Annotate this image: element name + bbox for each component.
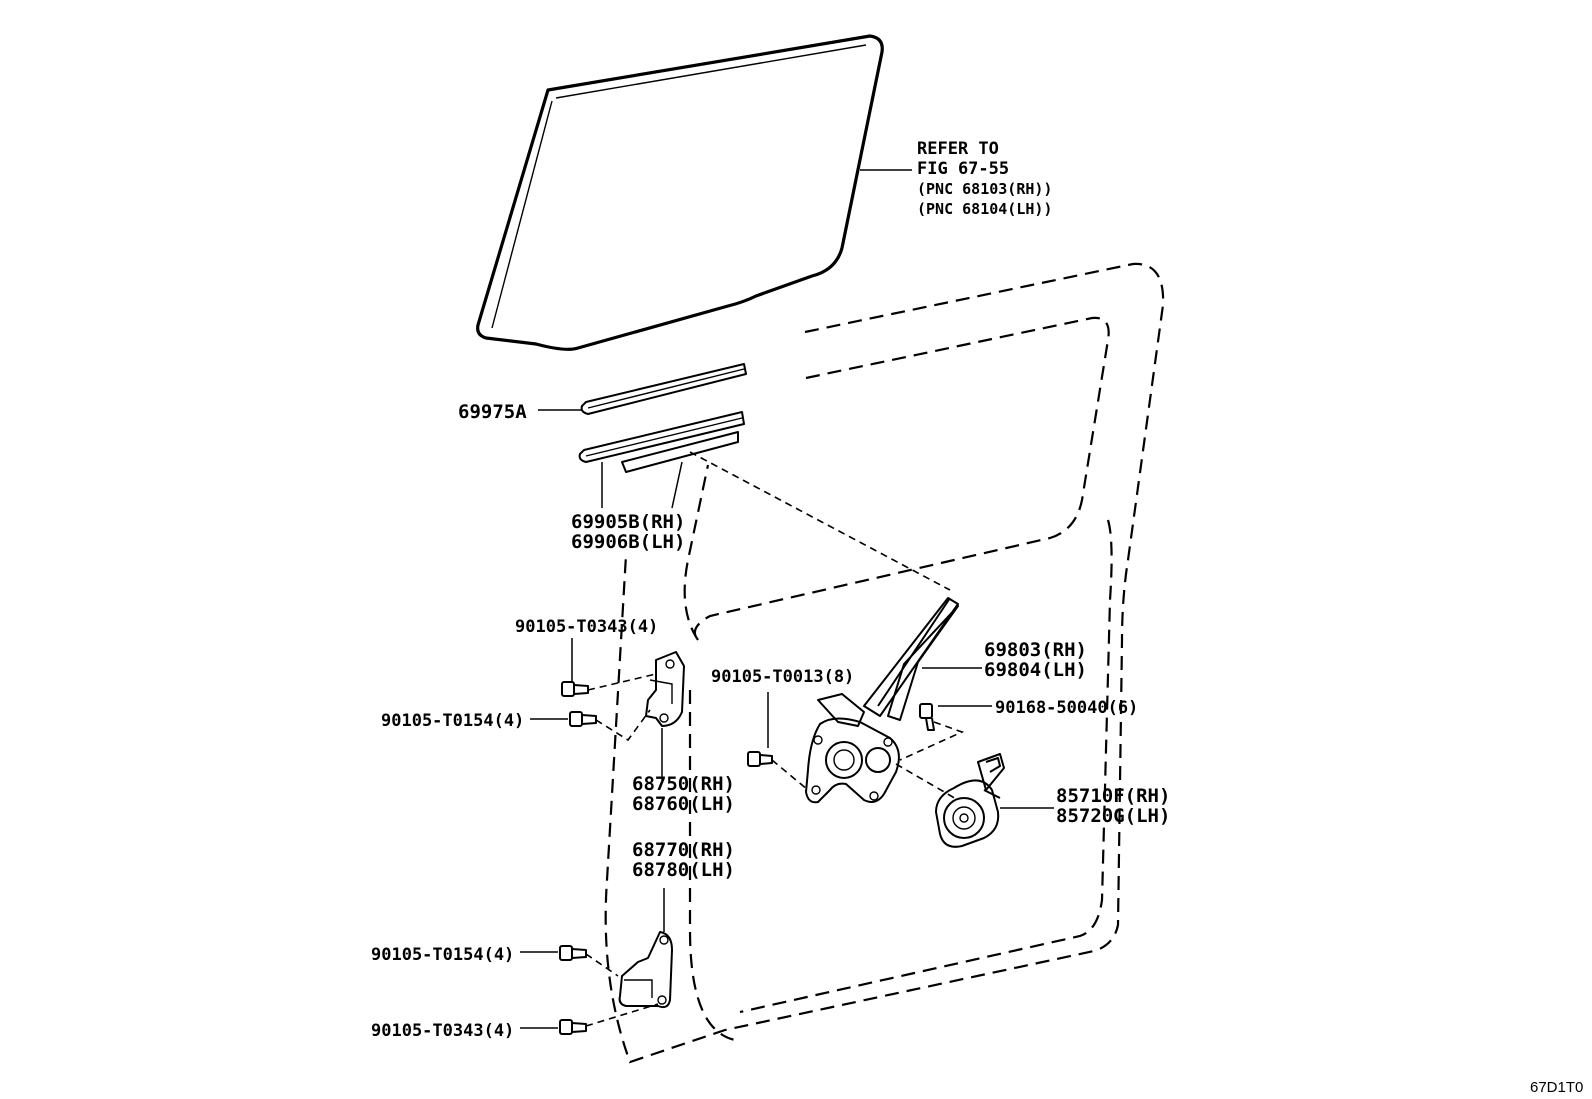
reference-line-3: (PNC 68103(RH)) [917,180,1052,198]
label-85710F: 85710F(RH) [1056,785,1170,807]
label-bolt-t0154-top: 90105-T0154(4) [381,711,524,731]
bolt-lower-2 [559,1019,587,1035]
label-68760: 68760(LH) [632,793,735,815]
bolt-upper-2 [569,711,597,727]
upper-hinge [645,651,685,727]
bolt-upper-1 [561,681,589,697]
reference-line-4: (PNC 68104(LH)) [917,200,1052,218]
label-85720G: 85720G(LH) [1056,805,1170,827]
reference-line-1: REFER TO [917,139,999,159]
label-bolt-t0343-top: 90105-T0343(4) [515,617,658,637]
bolt-regulator-left [747,751,773,767]
label-68750: 68750(RH) [632,773,735,795]
window-motor [935,753,1005,848]
label-69803: 69803(RH) [984,639,1087,661]
label-bolt-t0343-bot: 90105-T0343(4) [371,1021,514,1041]
label-69804: 69804(LH) [984,659,1087,681]
weatherstrip-69975A [580,363,747,415]
reference-line-2: FIG 67-55 [917,159,1009,179]
label-bolt-50040: 90168-50040(6) [995,698,1138,718]
figure-code: 67D1T0 [1530,1079,1583,1096]
leader-69905B-b [671,461,683,509]
label-68770: 68770(RH) [632,839,735,861]
window-regulator [805,597,959,804]
reference-note: REFER TO FIG 67-55 (PNC 68103(RH)) (PNC … [917,139,1052,218]
label-bolt-t0013: 90105-T0013(8) [711,667,854,687]
label-bolt-t0154-bot: 90105-T0154(4) [371,945,514,965]
door-glass [476,34,884,351]
label-69905B: 69905B(RH) [571,511,685,533]
bolt-motor-right [919,703,935,731]
label-68780: 68780(LH) [632,859,735,881]
label-69906B: 69906B(LH) [571,531,685,553]
door-panel-outline [604,262,1165,1064]
lower-hinge [618,931,673,1009]
label-69975A: 69975A [458,401,527,423]
run-channel-69905B [578,411,745,473]
bolt-lower-1 [559,945,587,961]
